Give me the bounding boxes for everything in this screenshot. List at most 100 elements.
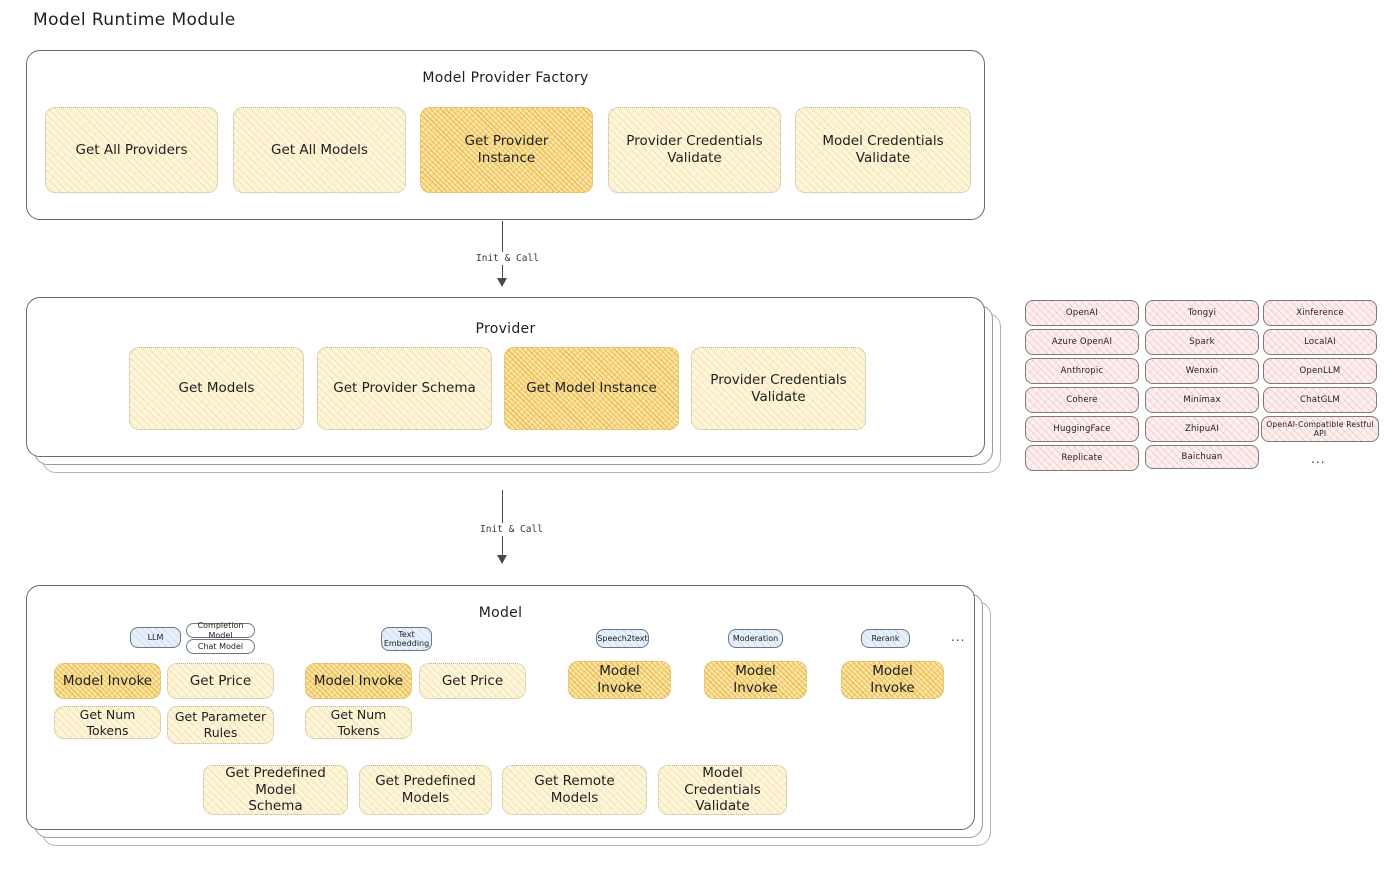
provider-tag-label: ZhipuAI (1184, 424, 1220, 434)
model-subtype-badge-chat-model[interactable]: Chat Model (186, 639, 255, 654)
provider-tag-tongyi[interactable]: Tongyi (1145, 300, 1259, 326)
provider-box-label: Get Model Instance (526, 380, 657, 397)
model-box-rerank-model-invoke[interactable]: Model Invoke (841, 661, 944, 699)
model-box-get-remote-models[interactable]: Get Remote Models (502, 765, 647, 815)
provider-tag-baichuan[interactable]: Baichuan (1145, 445, 1259, 469)
model-type-badge-label: Moderation (732, 633, 779, 643)
provider-tag-label: OpenLLM (1299, 366, 1341, 376)
arrow-provider-to-model-head (497, 555, 507, 564)
model-title: Model (478, 605, 523, 621)
model-box-text-embedding-model-invoke[interactable]: Model Invoke (305, 663, 412, 699)
provider-tag-label: Cohere (1066, 395, 1098, 405)
provider-tag-label: OpenAI-Compatible Restful API (1266, 420, 1374, 438)
provider-tag-wenxin[interactable]: Wenxin (1145, 358, 1259, 384)
model-type-badge-moderation[interactable]: Moderation (728, 629, 783, 648)
provider-tag-zhipuai[interactable]: ZhipuAI (1145, 416, 1259, 442)
provider-list-more-ellipsis: ... (1311, 452, 1326, 466)
model-type-badge-label: Rerank (871, 633, 900, 643)
model-type-badge-label: Speech2text (597, 633, 648, 643)
model-subtype-badge-label: Chat Model (197, 641, 244, 651)
factory-box-label: Get All Providers (75, 141, 188, 158)
provider-tag-label: Tongyi (1187, 308, 1217, 318)
provider-tag-localai[interactable]: LocalAI (1263, 329, 1377, 355)
provider-tag-label: Wenxin (1185, 366, 1219, 376)
arrow-provider-to-model-label: Init & Call (476, 523, 547, 536)
provider-tag-openai[interactable]: OpenAI (1025, 300, 1139, 326)
model-provider-factory-title: Model Provider Factory (422, 70, 589, 86)
provider-tag-minimax[interactable]: Minimax (1145, 387, 1259, 413)
model-box-text-embedding-get-num-tokens[interactable]: Get Num Tokens (305, 706, 412, 739)
provider-tag-azure-openai[interactable]: Azure OpenAI (1025, 329, 1139, 355)
provider-tag-label: ChatGLM (1300, 395, 1340, 405)
provider-tag-label: Anthropic (1060, 366, 1104, 376)
model-box-moderation-model-invoke[interactable]: Model Invoke (704, 661, 807, 699)
provider-tag-label: Azure OpenAI (1051, 337, 1113, 347)
model-box-label: Get Remote Models (534, 773, 615, 806)
model-box-label: Get Price (189, 672, 252, 689)
provider-tag-anthropic[interactable]: Anthropic (1025, 358, 1139, 384)
page-title: Model Runtime Module (33, 10, 236, 30)
provider-tag-openai-compatible-restful-api[interactable]: OpenAI-Compatible Restful API (1261, 416, 1379, 442)
provider-box-get-provider-schema[interactable]: Get Provider Schema (317, 347, 492, 430)
provider-box-get-model-instance[interactable]: Get Model Instance (504, 347, 679, 430)
model-type-badge-speech2text[interactable]: Speech2text (596, 629, 649, 648)
model-box-llm-model-invoke[interactable]: Model Invoke (54, 663, 161, 699)
arrow-factory-to-provider-head (497, 278, 507, 287)
provider-tag-label: Spark (1189, 337, 1215, 347)
provider-tag-replicate[interactable]: Replicate (1025, 445, 1139, 471)
provider-title: Provider (475, 321, 536, 337)
model-box-label: Model Invoke (313, 672, 404, 689)
provider-tag-xinference[interactable]: Xinference (1263, 300, 1377, 326)
provider-box-label: Get Provider Schema (333, 380, 476, 397)
provider-box-get-models[interactable]: Get Models (129, 347, 304, 430)
provider-tag-chatglm[interactable]: ChatGLM (1263, 387, 1377, 413)
model-box-text-embedding-get-price[interactable]: Get Price (419, 663, 526, 699)
provider-box-label: Get Models (178, 380, 255, 397)
provider-tag-label: HuggingFace (1053, 424, 1111, 434)
provider-tag-cohere[interactable]: Cohere (1025, 387, 1139, 413)
model-box-label: Model Invoke (870, 663, 915, 696)
provider-tag-label: Baichuan (1181, 452, 1223, 462)
model-box-label: Model Invoke (62, 672, 153, 689)
model-type-badge-rerank[interactable]: Rerank (861, 629, 910, 648)
model-type-badge-llm[interactable]: LLM (130, 627, 181, 648)
model-subtype-badge-completion-model[interactable]: Completion Model (186, 621, 255, 640)
factory-box-get-all-providers[interactable]: Get All Providers (45, 107, 218, 193)
model-box-label: Get Num Tokens (330, 706, 387, 738)
model-types-more-ellipsis: ... (951, 630, 966, 644)
model-box-llm-get-price[interactable]: Get Price (167, 663, 274, 699)
model-box-label: Get Num Tokens (79, 706, 136, 738)
provider-tag-openllm[interactable]: OpenLLM (1263, 358, 1377, 384)
model-box-llm-get-num-tokens[interactable]: Get Num Tokens (54, 706, 161, 739)
arrow-factory-to-provider-label: Init & Call (472, 252, 543, 265)
factory-box-get-all-models[interactable]: Get All Models (233, 107, 406, 193)
provider-tag-label: LocalAI (1304, 337, 1336, 347)
factory-box-label: Get All Models (271, 141, 368, 158)
model-card: Model (26, 585, 975, 830)
provider-tag-spark[interactable]: Spark (1145, 329, 1259, 355)
model-type-badge-label: LLM (147, 632, 164, 642)
provider-tag-label: Minimax (1183, 395, 1221, 405)
model-box-speech2text-model-invoke[interactable]: Model Invoke (568, 661, 671, 699)
provider-tag-label: Xinference (1296, 308, 1344, 318)
model-box-label: Model Invoke (733, 663, 778, 696)
provider-tag-huggingface[interactable]: HuggingFace (1025, 416, 1139, 442)
